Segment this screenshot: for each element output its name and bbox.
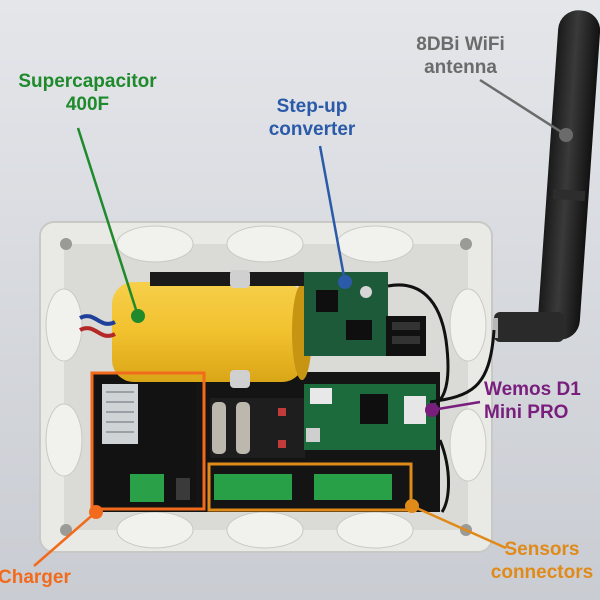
- stepup-leader: [318, 145, 347, 283]
- wemos-leader: [431, 400, 481, 412]
- sensors-leader: [411, 504, 507, 550]
- supercap-leader: [76, 127, 140, 317]
- wemos-board: [304, 384, 436, 450]
- antenna-leader-dot: [559, 128, 573, 142]
- sensors-label-line2: connectors: [490, 562, 594, 583]
- antenna-label-line2: antenna: [424, 57, 497, 78]
- supercap-leader-dot: [131, 309, 145, 323]
- wemos-label-line2: Mini PRO: [484, 402, 569, 423]
- supercapacitor-label-line2: 400F: [65, 94, 110, 115]
- stepup-converter-label-line2: converter: [268, 119, 356, 140]
- antenna-label: 8DBi WiFi antenna: [398, 33, 523, 79]
- wemos-leader-dot: [425, 403, 439, 417]
- sensors-leader-dot: [405, 499, 419, 513]
- charger-leader-dot: [89, 505, 103, 519]
- charger-label-text: Charger: [0, 567, 71, 588]
- stepup-converter-label-line1: Step-up: [276, 96, 348, 117]
- sensors-label: Sensors connectors: [472, 538, 600, 584]
- antenna: [480, 10, 600, 342]
- sensors-label-line1: Sensors: [504, 539, 580, 560]
- supercapacitor-label: Supercapacitor 400F: [0, 70, 175, 116]
- antenna-leader: [479, 78, 567, 137]
- supercapacitor-label-line1: Supercapacitor: [18, 71, 157, 92]
- wemos-label: Wemos D1 Mini PRO: [484, 378, 581, 424]
- charger-leader: [33, 511, 97, 567]
- stepup-converter-label: Step-up converter: [252, 95, 372, 141]
- stepup-leader-dot: [338, 275, 352, 289]
- antenna-label-line1: 8DBi WiFi: [416, 34, 505, 55]
- charger-highlight-box: [90, 371, 206, 511]
- wemos-label-line1: Wemos D1: [484, 379, 581, 400]
- charger-label: Charger: [0, 566, 71, 589]
- sensor-terminals: [214, 474, 392, 500]
- charger-module: [96, 378, 196, 506]
- sensors-highlight-box: [207, 462, 413, 512]
